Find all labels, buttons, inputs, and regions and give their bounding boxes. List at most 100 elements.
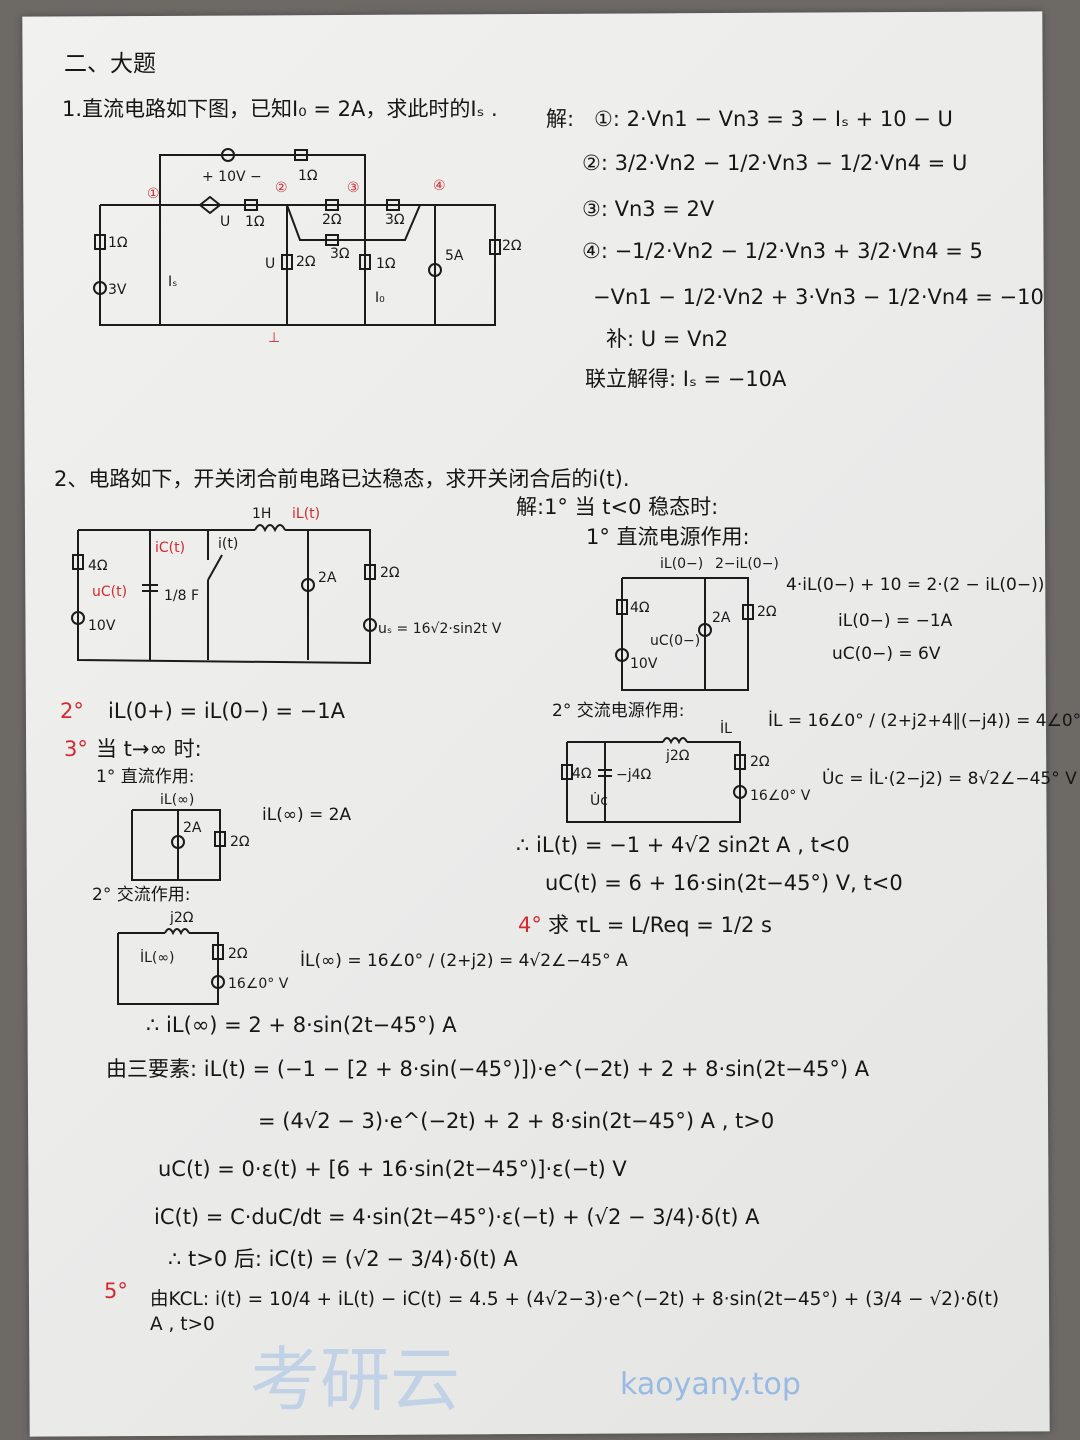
q1-prompt: 1.直流电路如下图，已知I₀ = 2A，求此时的Iₛ . <box>62 97 498 121</box>
section-title: 二、大题 <box>64 51 156 77</box>
resistor <box>489 239 501 255</box>
source-10v-label: 10V <box>88 618 116 634</box>
node-1-label: ① <box>147 186 160 202</box>
i-label: i(t) <box>218 536 238 552</box>
q1-eq-5: −Vn1 − 1/2·Vn2 + 3·Vn3 − 1/2·Vn4 = −10 <box>593 285 1044 309</box>
source-2a-label: 2A <box>712 610 731 626</box>
ground-label: ⊥ <box>268 330 280 346</box>
uc-label: uC(t) <box>92 584 127 600</box>
il-label: iL(∞) <box>160 792 194 808</box>
dependent-source-icon <box>198 195 222 215</box>
final-il-1: 由三要素: iL(t) = (−1 − [2 + 8·sin(−45°)])·e… <box>106 1057 870 1081</box>
step4: 求 τL = L/Req = 1/2 s <box>548 913 772 937</box>
ac-eq-2: U̇c = İL·(2−j2) = 8√2∠−45° V <box>822 769 1077 789</box>
i0-label: I₀ <box>375 290 385 306</box>
node-3-label: ③ <box>347 180 360 196</box>
source-10v-label: + 10V − <box>202 169 262 185</box>
q2-prompt: 2、电路如下，开关闭合前电路已达稳态，求开关闭合后的i(t). <box>54 467 630 491</box>
switch <box>207 554 223 581</box>
dc-eq-3: uC(0−) = 6V <box>832 644 941 664</box>
resistor-label: 1Ω <box>245 214 265 230</box>
resistor-label: 4Ω <box>572 766 592 782</box>
resistor-label: 1Ω <box>376 256 396 272</box>
inf-ac-result: İL(∞) = 16∠0° / (2+j2) = 4√2∠−45° A <box>300 951 628 971</box>
resistor-label: 3Ω <box>330 246 350 262</box>
resistor-label: 2Ω <box>750 754 770 770</box>
source-label: 16∠0° V <box>750 788 811 804</box>
q1-eq-1: ①: 2·Vn1 − Vn3 = 3 − Iₛ + 10 − U <box>594 107 953 131</box>
step2-num: 2° <box>60 699 84 723</box>
resistor <box>359 254 371 270</box>
resistor-label: 2Ω <box>322 212 342 228</box>
il-label: iL(0−) <box>660 556 703 572</box>
us-label: uₛ = 16√2·sin2t V <box>378 621 502 637</box>
voltage-source-10v <box>221 148 235 162</box>
resistor <box>386 199 400 211</box>
q1-eq-3: ③: Vn3 = 2V <box>582 197 715 221</box>
inductor-label: j2Ω <box>665 748 690 764</box>
watermark-url: kaoyany.top <box>620 1367 801 1402</box>
il-label: İL <box>720 719 732 737</box>
resistor-label: 1Ω <box>298 168 318 184</box>
step3-ac: 2° 交流作用: <box>92 885 191 905</box>
node-4-label: ④ <box>433 178 446 194</box>
q1-solution-label: 解: <box>546 107 575 131</box>
resistor-label: 1Ω <box>108 235 128 251</box>
wire <box>159 154 366 205</box>
wire <box>365 204 422 241</box>
source-10v-label: 10V <box>630 656 658 672</box>
resistor-top <box>294 149 308 161</box>
source-2a-label: 2A <box>183 820 202 836</box>
watermark-cn: 考研云 <box>250 1339 460 1421</box>
step3: 当 t→∞ 时: <box>96 737 202 761</box>
dc-eq-1: 4·iL(0−) + 10 = 2·(2 − iL(0−)) <box>786 575 1045 595</box>
resistor-label: 3Ω <box>385 212 405 228</box>
il-label: İL(∞) <box>140 948 175 966</box>
q2-step1-title: 解:1° 当 t<0 稳态时: <box>516 495 719 519</box>
final-ic-after: ∴ t>0 后: iC(t) = (√2 − 3/4)·δ(t) A <box>168 1247 518 1271</box>
final-uc: uC(t) = 0·ε(t) + [6 + 16·sin(2t−45°)]·ε(… <box>158 1157 627 1181</box>
resistor <box>94 234 106 250</box>
inductor-icon <box>254 524 286 533</box>
current-source-5a <box>428 263 442 277</box>
ac-result-il: ∴ iL(t) = −1 + 4√2 sin2t A , t<0 <box>516 833 850 857</box>
node-2-label: ② <box>275 180 288 196</box>
source-2a-label: 2A <box>318 570 337 586</box>
resistor-label: 2Ω <box>757 604 777 620</box>
inf-dc-result: iL(∞) = 2A <box>262 805 352 825</box>
resistor-label: 4Ω <box>630 600 650 616</box>
inductor-label: j2Ω <box>169 910 194 926</box>
final-ic: iC(t) = C·duC/dt = 4·sin(2t−45°)·ε(−t) +… <box>154 1205 760 1229</box>
q1-eq-2: ②: 3/2·Vn2 − 1/2·Vn3 − 1/2·Vn4 = U <box>582 151 968 175</box>
is-label: Iₛ <box>168 274 177 290</box>
resistor-label: 2Ω <box>380 565 400 581</box>
ic-label: iC(t) <box>155 540 185 556</box>
u-label: U <box>265 256 275 272</box>
resistor-label: 2Ω <box>230 834 250 850</box>
resistor <box>325 234 339 246</box>
resistor <box>325 199 339 211</box>
ac-result-uc: uC(t) = 6 + 16·sin(2t−45°) V, t<0 <box>545 871 903 895</box>
inductor-label: 1H <box>252 506 271 522</box>
final-il-2: = (4√2 − 3)·e^(−2t) + 2 + 8·sin(2t−45°) … <box>258 1109 775 1133</box>
step2: iL(0+) = iL(0−) = −1A <box>108 699 345 723</box>
q1-eq-6: 补: U = Vn2 <box>606 327 729 351</box>
step1-ac: 2° 交流电源作用: <box>552 701 685 721</box>
resistor <box>281 254 293 270</box>
source-5a-label: 5A <box>445 248 464 264</box>
final-il-inf: ∴ iL(∞) = 2 + 8·sin(2t−45°) A <box>146 1013 457 1037</box>
capacitor-label: 1/8 F <box>164 588 199 604</box>
ac-eq-1: İL = 16∠0° / (2+j2+4∥(−j4)) = 4∠0° A <box>768 711 1080 731</box>
uc-label: U̇c <box>590 792 608 809</box>
step3-dc: 1° 直流作用: <box>96 767 195 787</box>
uc-label: uC(0−) <box>650 633 700 649</box>
resistor-label: 2Ω <box>228 946 248 962</box>
capacitor-label: −j4Ω <box>616 767 652 783</box>
dc-eq-2: iL(0−) = −1A <box>838 611 953 631</box>
source-3v-label: 3V <box>108 282 127 298</box>
wire <box>99 204 496 326</box>
